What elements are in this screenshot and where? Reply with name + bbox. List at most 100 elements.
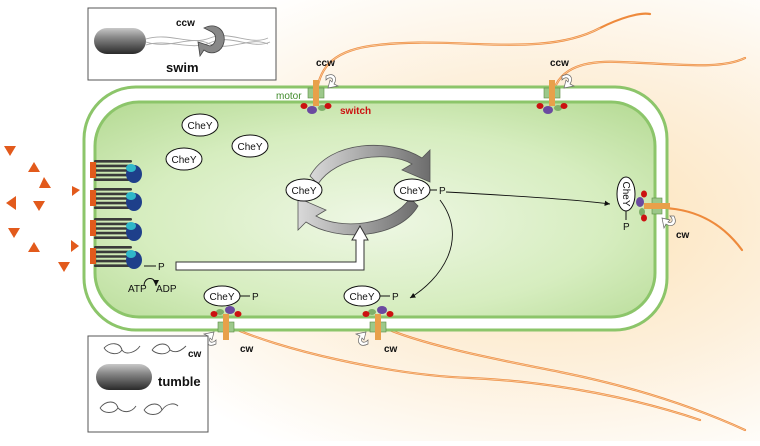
receptor-strand <box>94 164 132 168</box>
motor-rotor <box>639 208 645 216</box>
rotation-arrow-icon <box>354 331 369 346</box>
bound-chey-right-phospho: P <box>623 222 630 233</box>
rotation-arrow-icon <box>661 215 676 230</box>
receptor-strand <box>94 160 132 163</box>
rotation-arrow-icon <box>561 74 576 89</box>
chemoreceptor <box>90 218 142 241</box>
chey-p-to-bottom-motor-arrow <box>409 199 453 299</box>
chew-adaptor <box>126 222 136 230</box>
attractant-triangle <box>28 242 40 252</box>
bound-chey-group: CheY P CheY P CheY P <box>203 176 636 307</box>
free-chey-label: CheY <box>187 121 212 132</box>
motor-c-ring <box>543 106 553 114</box>
swim-label: swim <box>166 60 199 75</box>
receptor-arrays <box>90 160 142 269</box>
motor-rod <box>375 314 381 340</box>
bound-chey-bottom-right-label: CheY <box>349 292 374 303</box>
bound-chey-bottom-left-phospho: P <box>252 292 259 303</box>
tumble-flagella <box>99 343 187 415</box>
receptor-strand <box>94 169 132 172</box>
tumble-cell-body <box>96 364 152 390</box>
cycle-phospho-label: P <box>439 186 446 197</box>
switch-protein <box>641 214 647 222</box>
adp-label: ADP <box>156 284 177 295</box>
receptor-ligand-site <box>90 248 96 264</box>
rotation-arrow-icon <box>325 74 340 89</box>
tumble-inset: cw tumble <box>87 335 209 433</box>
swim-inset: ccw swim <box>87 7 277 81</box>
chemoreceptor <box>90 160 142 183</box>
receptor-strand <box>94 188 132 191</box>
receptor-strand <box>94 255 132 258</box>
motor-c-ring <box>377 306 387 314</box>
switch-protein <box>386 311 394 317</box>
phosphotransfer-arrow <box>175 224 369 271</box>
swim-flagella-bundle <box>145 35 271 47</box>
flagellar-motor <box>300 74 340 114</box>
receptor-strand <box>94 250 132 254</box>
motor-rotor <box>216 309 224 315</box>
switch-protein <box>641 190 647 198</box>
chemoreceptor <box>90 188 142 211</box>
receptor-strand <box>94 231 132 235</box>
bound-chey-bottom-right-phospho: P <box>392 292 399 303</box>
free-chey-label: CheY <box>237 142 262 153</box>
tumble-label: tumble <box>158 374 201 389</box>
cycle-arrow-top <box>309 144 431 185</box>
chew-adaptor <box>126 192 136 200</box>
motor-right-rotation: cw <box>676 230 690 241</box>
switch-protein <box>234 311 242 317</box>
attractant-triangle <box>39 177 51 188</box>
tumble-rotation-label: cw <box>188 349 202 360</box>
motor-c-ring <box>225 306 235 314</box>
motor-rod <box>223 314 229 340</box>
chemoreceptor <box>90 246 142 269</box>
swim-rotation-label: ccw <box>176 18 195 29</box>
bound-chey-bottom-left-label: CheY <box>209 292 234 303</box>
receptor-ligand-site <box>90 190 96 206</box>
receptor-phospho-label: P <box>158 262 165 273</box>
motor-c-ring <box>636 197 644 207</box>
switch-protein <box>536 103 544 109</box>
flagella-highlights <box>225 27 746 431</box>
receptor-strand <box>94 236 132 239</box>
flagellar-motor <box>354 306 394 346</box>
motor-rotor <box>554 105 562 111</box>
receptor-strand <box>94 197 132 200</box>
receptor-strand <box>94 218 132 221</box>
switch-protein <box>300 103 308 109</box>
swim-cell-body <box>94 28 146 54</box>
switch-protein <box>324 103 332 109</box>
motor-top-left-rotation: ccw <box>316 58 335 69</box>
switch-label: switch <box>340 106 371 117</box>
attractant-triangle <box>4 146 16 156</box>
phosphorylation-cycle: CheY CheY P <box>285 144 446 236</box>
receptor-ligand-site <box>90 220 96 236</box>
motor-rod <box>549 80 555 106</box>
ccw-rotation-icon <box>197 25 225 58</box>
atp-label: ATP <box>128 284 147 295</box>
flagellar-motors <box>202 74 676 346</box>
switch-protein <box>362 311 370 317</box>
chey-p-to-right-motor-arrow <box>445 191 611 206</box>
motor-c-ring <box>307 106 317 114</box>
motor-rod <box>644 203 670 209</box>
motor-top-right-rotation: ccw <box>550 58 569 69</box>
motor-rotor <box>318 105 326 111</box>
cycle-cheyp-label: CheY <box>399 186 424 197</box>
attractant-triangle <box>28 162 40 172</box>
attractant-triangle <box>6 196 16 210</box>
free-chey-label: CheY <box>171 155 196 166</box>
receptor-strand <box>94 178 132 181</box>
receptor-strand <box>94 206 132 209</box>
switch-protein <box>210 311 218 317</box>
attractant-triangle <box>72 186 80 196</box>
attractant-molecules <box>4 146 80 272</box>
chew-adaptor <box>126 164 136 172</box>
receptor-ligand-site <box>90 162 96 178</box>
attractant-triangle <box>8 228 20 238</box>
attractant-triangle <box>33 201 45 211</box>
receptor-strand <box>94 227 132 230</box>
